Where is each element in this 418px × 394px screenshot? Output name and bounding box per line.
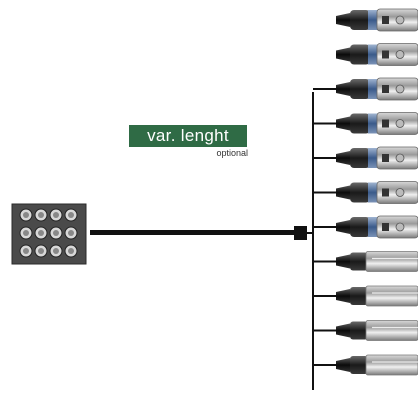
splitter-block [294,226,307,240]
main-cable [90,230,295,235]
cable-length-label: var. lenght [129,125,247,147]
xlr-female-connector-icon [313,77,418,101]
xlr-female-connector-icon [336,43,418,66]
optional-note: optional [216,148,248,158]
xlr-female-connector-icon [336,8,418,32]
xlr-male-connector-icon [313,320,418,341]
xlr-female-connector-icon [313,215,418,239]
xlr-female-connector-icon [313,181,418,204]
xlr-male-connector-icon [313,354,418,376]
stagebox-icon [11,203,87,265]
xlr-female-connector-icon [313,112,418,135]
xlr-male-connector-icon [313,251,418,272]
xlr-female-connector-icon [313,146,418,170]
xlr-male-connector-icon [313,285,418,307]
